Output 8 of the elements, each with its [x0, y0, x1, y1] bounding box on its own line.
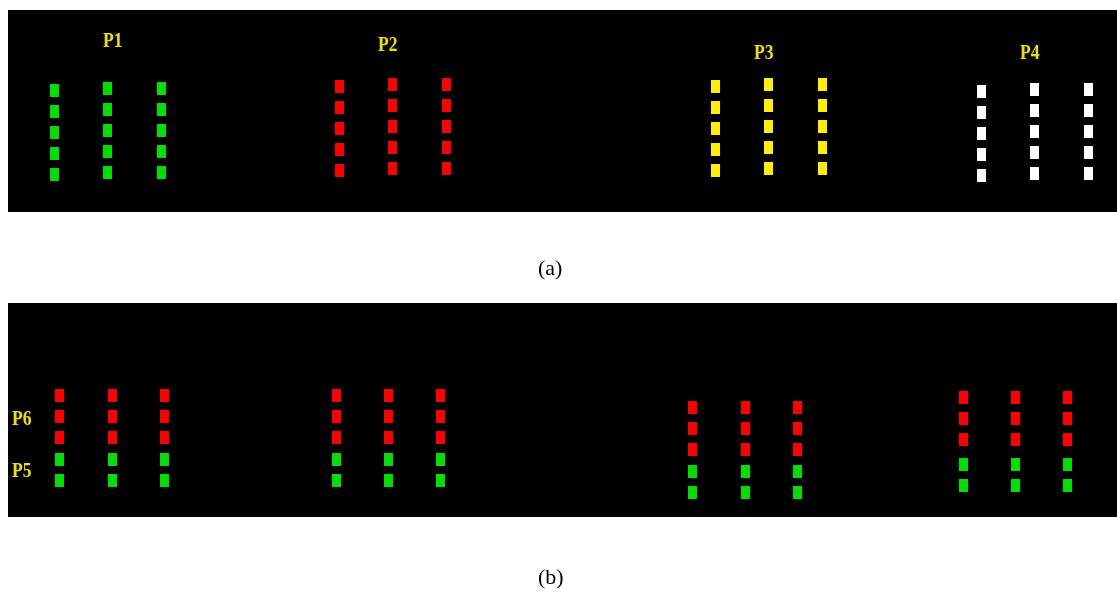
group-label: P4 [1020, 40, 1040, 64]
subfigure-label: (b) [538, 565, 564, 589]
group-label: P3 [754, 40, 774, 64]
row-label: P6 [12, 406, 32, 430]
group-label: P2 [378, 32, 398, 56]
subfigure-label: (a) [538, 256, 563, 280]
group-label: P1 [103, 28, 123, 52]
row-label: P5 [12, 458, 32, 482]
